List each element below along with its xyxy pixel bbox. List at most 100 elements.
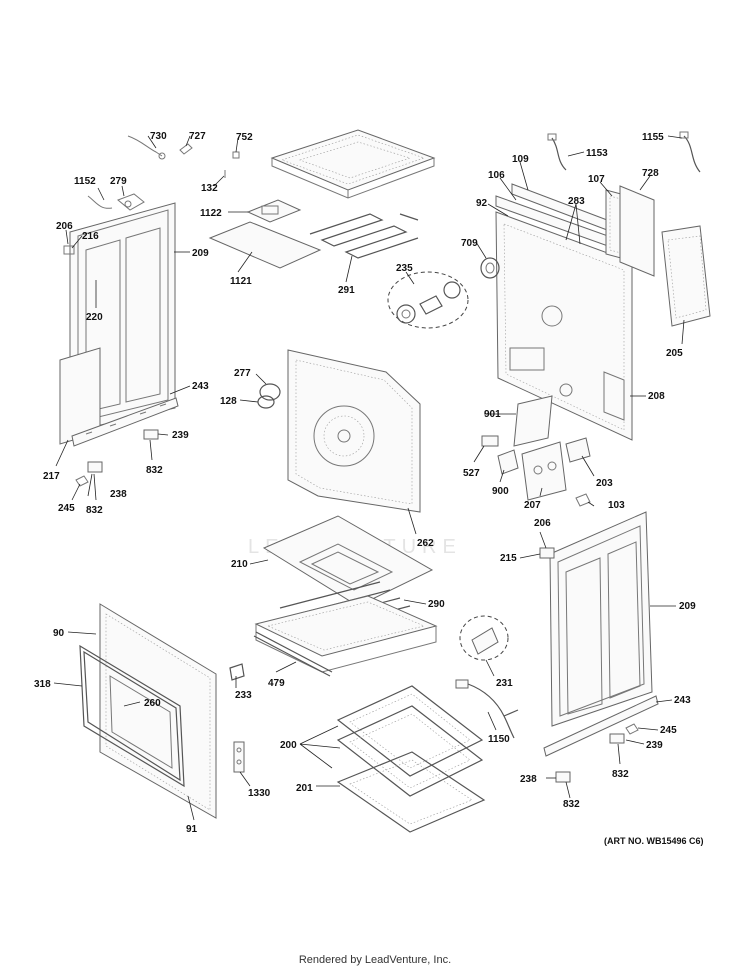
callout-231: 231: [496, 678, 513, 689]
part-1150-harness: [455, 679, 519, 739]
part-200-oven-rack-upper: [336, 685, 484, 797]
callout-245-right: 245: [660, 725, 677, 736]
callout-752: 752: [236, 132, 253, 143]
callout-901: 901: [484, 409, 501, 420]
callout-1122: 1122: [200, 208, 222, 219]
part-239b-foot: [609, 733, 625, 744]
callout-479: 479: [268, 678, 285, 689]
part-215-bracket: [539, 547, 555, 559]
callout-labels: 730 727 752 132 1152 279 206 216 209 220…: [34, 131, 696, 835]
part-201-oven-rack-lower: [336, 751, 486, 833]
part-235-oven-light: [387, 271, 469, 329]
part-901-shield: [513, 395, 553, 447]
part-245b-hinge: [625, 723, 639, 735]
oven-back-wall: [287, 349, 421, 513]
callout-283: 283: [568, 196, 585, 207]
callout-233: 233: [235, 690, 252, 701]
callout-1153: 1153: [586, 148, 608, 159]
part-239-foot: [143, 429, 159, 440]
callout-527: 527: [463, 468, 480, 479]
callout-107: 107: [588, 174, 605, 185]
callout-128: 128: [220, 396, 237, 407]
callout-900: 900: [492, 486, 509, 497]
part-709-grommet: [480, 257, 500, 279]
part-260-window: [109, 675, 173, 769]
callout-277: 277: [234, 368, 251, 379]
callout-201: 201: [296, 783, 313, 794]
part-1153-harness: [547, 133, 567, 171]
part-277-gasket: [259, 383, 281, 401]
oven-door-frame: [99, 603, 217, 819]
callout-262: 262: [417, 538, 434, 549]
part-128-retainer: [257, 395, 275, 409]
callout-243-left: 243: [192, 381, 209, 392]
part-238-leveler: [87, 461, 103, 473]
callout-109: 109: [512, 154, 529, 165]
callout-245-left: 245: [58, 503, 75, 514]
callout-238-left: 238: [110, 489, 127, 500]
callout-205: 205: [666, 348, 683, 359]
part-210-broil-pan: [262, 515, 434, 607]
part-291-broil-element: [309, 213, 419, 259]
footer-credit: Rendered by LeadVenture, Inc.: [298, 954, 452, 966]
callout-235: 235: [396, 263, 413, 274]
callout-243-right: 243: [674, 695, 691, 706]
callout-210: 210: [231, 559, 248, 570]
callout-238-right: 238: [520, 774, 537, 785]
callout-832-a: 832: [146, 465, 163, 476]
callout-132: 132: [201, 183, 218, 194]
right-side-panel: [549, 511, 653, 727]
callout-832-d: 832: [563, 799, 580, 810]
part-103-sensor: [575, 493, 591, 507]
part-238b-leveler: [555, 771, 571, 783]
art-number: (ART NO. WB15496 C6): [604, 836, 704, 846]
callout-730: 730: [150, 131, 167, 142]
part-727-clip: [179, 143, 193, 155]
oven-top-panel: [270, 129, 436, 199]
callout-239-left: 239: [172, 430, 189, 441]
rear-panel: [495, 211, 633, 441]
callout-90: 90: [53, 628, 65, 639]
part-203-terminal: [565, 437, 591, 463]
callout-832-c: 832: [612, 769, 629, 780]
part-900-lamp: [497, 449, 519, 475]
callout-1155: 1155: [642, 132, 664, 143]
part-245-hinge: [75, 475, 89, 487]
callout-832-b: 832: [86, 505, 103, 516]
part-730-sensor-wire: [127, 135, 166, 160]
callout-92: 92: [476, 198, 488, 209]
part-1330-lock: [233, 741, 245, 773]
callout-1152: 1152: [74, 176, 96, 187]
callout-260: 260: [144, 698, 161, 709]
callout-203: 203: [596, 478, 613, 489]
part-752-screw: [232, 151, 240, 159]
right-bottom-rail: [543, 695, 659, 757]
callout-208: 208: [648, 391, 665, 402]
callout-206-right: 206: [534, 518, 551, 529]
callout-220: 220: [86, 312, 103, 323]
callout-103: 103: [608, 500, 625, 511]
callout-91: 91: [186, 824, 198, 835]
part-279-bracket: [117, 193, 145, 211]
part-207-bracket: [521, 441, 567, 501]
callout-215: 215: [500, 553, 517, 564]
part-1122-bracket: [246, 199, 302, 223]
callout-279: 279: [110, 176, 127, 187]
callout-200: 200: [280, 740, 297, 751]
callout-318: 318: [34, 679, 51, 690]
callout-216: 216: [82, 231, 99, 242]
callout-207: 207: [524, 500, 541, 511]
part-728-cover: [619, 185, 655, 277]
callout-709: 709: [461, 238, 478, 249]
callout-727: 727: [189, 131, 206, 142]
part-231-switch: [459, 615, 509, 661]
callout-209-left: 209: [192, 248, 209, 259]
part-1155-harness: [679, 131, 701, 173]
callout-206-left: 206: [56, 221, 73, 232]
leader-lines: [53, 135, 685, 821]
part-216-clip: [63, 245, 75, 255]
part-527-switch: [481, 435, 499, 447]
callout-217: 217: [43, 471, 60, 482]
callout-1330: 1330: [248, 788, 271, 799]
